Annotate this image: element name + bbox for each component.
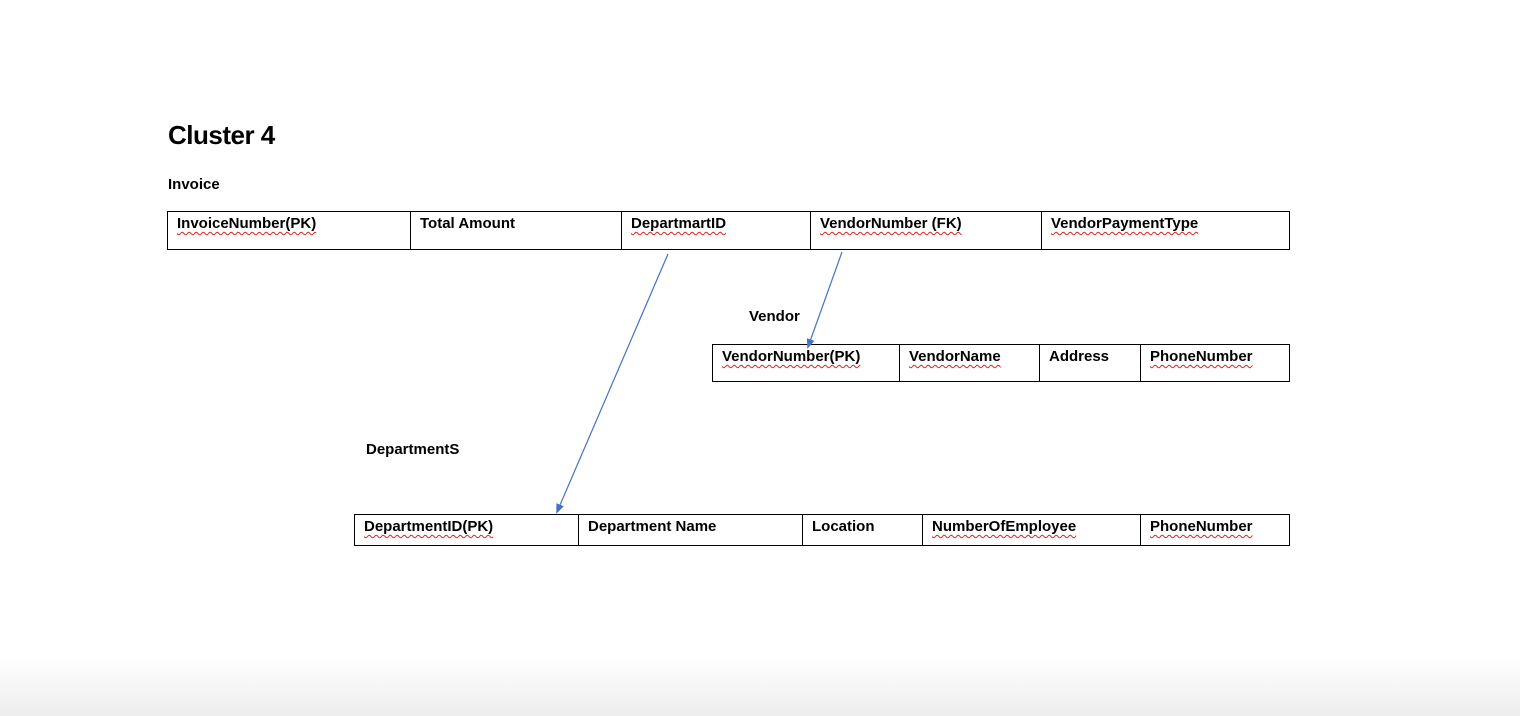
- invoice-label: Invoice: [168, 176, 220, 193]
- department-fk-arrow: [556, 253, 669, 514]
- invoice-row: InvoiceNumber(PK) Total Amount Departmar…: [167, 211, 1290, 250]
- vendor-col-address: Address: [1039, 344, 1141, 382]
- vendor-col-vendornumber: VendorNumber(PK): [712, 344, 900, 382]
- vendor-table: VendorNumber(PK) VendorName Address Phon…: [712, 344, 1290, 382]
- invoice-col-departmartid: DepartmartID: [621, 211, 811, 250]
- invoice-col-label: VendorPaymentType: [1051, 215, 1199, 232]
- vendor-col-label: VendorName: [909, 348, 1001, 365]
- departments-col-label: Location: [812, 518, 875, 535]
- invoice-table: InvoiceNumber(PK) Total Amount Departmar…: [167, 211, 1290, 250]
- bottom-gradient: [0, 656, 1520, 716]
- departments-col-phonenumber: PhoneNumber: [1140, 514, 1290, 546]
- invoice-col-vendornumber: VendorNumber (FK): [810, 211, 1042, 250]
- departments-row: DepartmentID(PK) Department Name Locatio…: [354, 514, 1290, 546]
- invoice-col-total-amount: Total Amount: [410, 211, 622, 250]
- vendor-fk-arrow: [806, 251, 843, 349]
- departments-col-department-name: Department Name: [578, 514, 803, 546]
- departments-label: DepartmentS: [366, 441, 460, 458]
- invoice-col-label: VendorNumber (FK): [820, 215, 962, 232]
- vendor-col-label: PhoneNumber: [1150, 348, 1253, 365]
- invoice-col-label: DepartmartID: [631, 215, 727, 232]
- departments-col-label: DepartmentID(PK): [364, 518, 494, 535]
- invoice-col-vendorpaymenttype: VendorPaymentType: [1041, 211, 1290, 250]
- vendor-label: Vendor: [749, 308, 800, 325]
- departments-col-label: NumberOfEmployee: [932, 518, 1077, 535]
- vendor-col-label: VendorNumber(PK): [722, 348, 861, 365]
- vendor-col-phonenumber: PhoneNumber: [1140, 344, 1290, 382]
- invoice-col-label: Total Amount: [420, 215, 515, 232]
- departments-col-label: Department Name: [588, 518, 717, 535]
- invoice-col-label: InvoiceNumber(PK): [177, 215, 317, 232]
- departments-col-departmentid: DepartmentID(PK): [354, 514, 579, 546]
- departments-table: DepartmentID(PK) Department Name Locatio…: [354, 514, 1290, 546]
- page-title: Cluster 4: [168, 120, 275, 150]
- vendor-col-label: Address: [1049, 348, 1110, 365]
- departments-col-label: PhoneNumber: [1150, 518, 1253, 535]
- departments-col-location: Location: [802, 514, 923, 546]
- invoice-col-invoicenumber: InvoiceNumber(PK): [167, 211, 411, 250]
- vendor-col-vendorname: VendorName: [899, 344, 1040, 382]
- vendor-row: VendorNumber(PK) VendorName Address Phon…: [712, 344, 1290, 382]
